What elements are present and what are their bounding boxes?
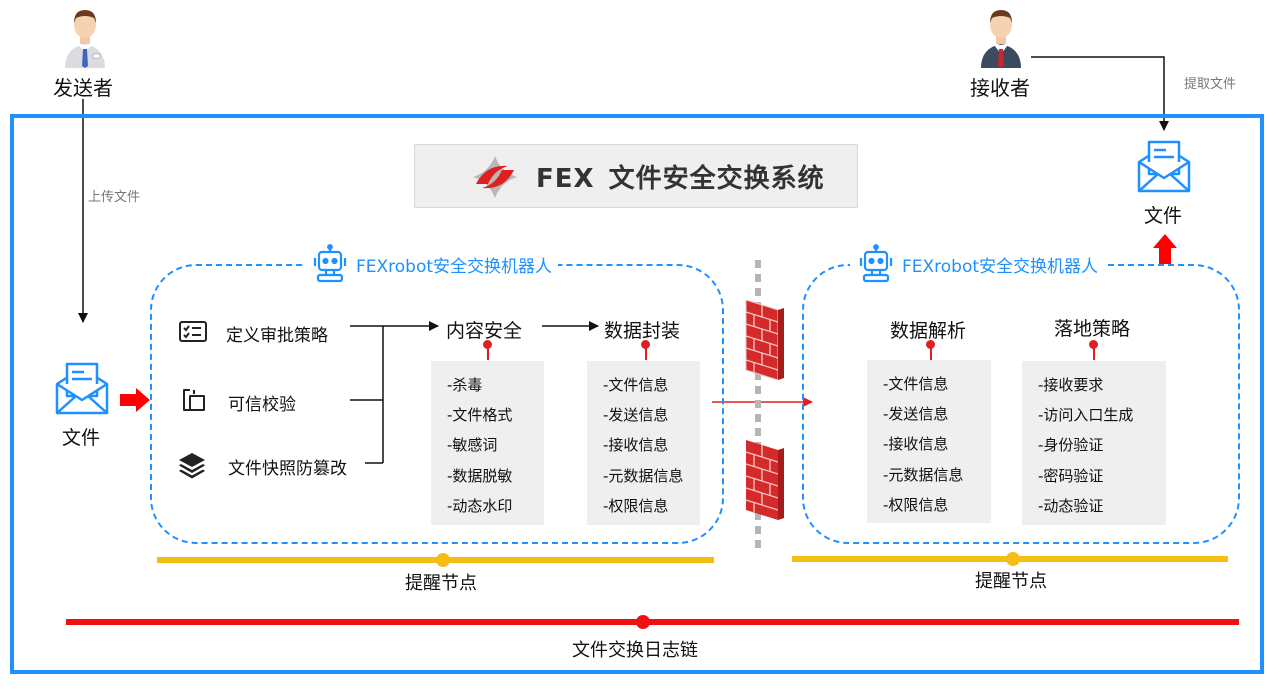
landing-policy-item: -接收要求 (1038, 376, 1104, 394)
robot-title-text-left: FEXrobot安全交换机器人 (356, 256, 553, 277)
data-parsing-title: 数据解析 (890, 320, 967, 342)
content-security-panel: -杀毒 -文件格式 -敏感词 -数据脱敏 -动态水印 (431, 361, 544, 525)
system-brand: FEX (536, 164, 595, 194)
data-packaging-title: 数据封装 (604, 320, 681, 342)
landing-policy-item: -访问入口生成 (1038, 406, 1134, 425)
trust-check-label: 可信校验 (228, 395, 296, 415)
content-security-item: -杀毒 (447, 376, 483, 394)
fetch-arrow (1031, 56, 1169, 131)
system-name: 文件安全交换系统 (608, 164, 825, 194)
data-packaging-item: -接收信息 (603, 436, 669, 455)
robot-icon (859, 244, 893, 283)
landing-policy-pin-head (1089, 340, 1098, 349)
trust-check-icon (181, 387, 207, 413)
content-security-item: -数据脱敏 (447, 466, 513, 485)
file-label-left: 文件 (62, 427, 101, 449)
data-packaging-item: -文件信息 (603, 376, 669, 394)
data-packaging-panel: -文件信息 -发送信息 -接收信息 -元数据信息 -权限信息 (587, 361, 700, 525)
reminder-dot-left (436, 553, 450, 567)
reminder-bar-left (157, 557, 714, 563)
sender-label: 发送者 (53, 76, 113, 100)
fetch-label: 提取文件 (1184, 77, 1237, 92)
content-security-item: -动态水印 (447, 496, 513, 515)
file-envelope-icon-right (1136, 138, 1192, 194)
log-chain-label: 文件交换日志链 (572, 640, 698, 661)
content-security-pin-head (483, 340, 492, 349)
receiver-avatar (979, 4, 1023, 68)
approval-policy-label: 定义审批策略 (226, 326, 328, 346)
reminder-label-left: 提醒节点 (405, 573, 477, 594)
reminder-dot-right (1006, 552, 1020, 566)
fex-logo-icon (468, 150, 522, 204)
robot-title-right: FEXrobot安全交换机器人 (850, 242, 1105, 286)
data-parsing-item: -接收信息 (883, 435, 949, 454)
data-packaging-item: -元数据信息 (603, 466, 684, 485)
file-envelope-icon-left (54, 360, 110, 416)
content-security-item: -文件格式 (447, 406, 513, 425)
data-packaging-pin (645, 344, 647, 360)
snapshot-label: 文件快照防篡改 (228, 459, 347, 479)
file-label-right: 文件 (1144, 205, 1183, 227)
firewall-icon-top (738, 299, 784, 381)
data-parsing-item: -权限信息 (883, 495, 949, 514)
deliver-arrow-icon (1153, 234, 1177, 264)
robot-title-left: FEXrobot安全交换机器人 (304, 242, 559, 286)
reminder-label-right: 提醒节点 (975, 571, 1047, 592)
landing-policy-panel: -接收要求 -访问入口生成 -身份验证 -密码验证 -动态验证 (1022, 361, 1166, 525)
log-chain-bar (66, 619, 1239, 625)
content-security-item: -敏感词 (447, 436, 498, 455)
landing-policy-item: -密码验证 (1038, 466, 1104, 485)
landing-policy-title: 落地策略 (1054, 318, 1131, 340)
sender-avatar (63, 4, 107, 68)
data-parsing-item: -元数据信息 (883, 465, 964, 484)
data-packaging-item: -权限信息 (603, 496, 669, 515)
log-chain-dot (636, 615, 650, 629)
layers-icon (177, 451, 207, 479)
upload-label: 上传文件 (88, 190, 141, 205)
landing-policy-item: -身份验证 (1038, 436, 1104, 455)
approval-list-icon (179, 320, 207, 344)
data-packaging-pin-head (641, 340, 650, 349)
data-parsing-panel: -文件信息 -发送信息 -接收信息 -元数据信息 -权限信息 (867, 360, 991, 523)
robot-title-text-right: FEXrobot安全交换机器人 (902, 256, 1099, 277)
landing-policy-pin (1093, 344, 1095, 360)
data-parsing-pin-head (926, 340, 935, 349)
data-parsing-pin (930, 344, 932, 360)
data-packaging-item: -发送信息 (603, 406, 669, 425)
data-parsing-item: -文件信息 (883, 375, 949, 393)
system-frame (10, 114, 1264, 674)
robot-icon (313, 244, 347, 283)
content-security-pin (487, 344, 489, 360)
system-title: FEX 文件安全交换系统 (536, 158, 825, 195)
receiver-label: 接收者 (970, 76, 1030, 100)
content-security-title: 内容安全 (446, 320, 523, 342)
send-arrow-icon (118, 388, 152, 412)
firewall-icon-bottom (738, 440, 784, 520)
data-parsing-item: -发送信息 (883, 405, 949, 424)
landing-policy-item: -动态验证 (1038, 496, 1104, 515)
